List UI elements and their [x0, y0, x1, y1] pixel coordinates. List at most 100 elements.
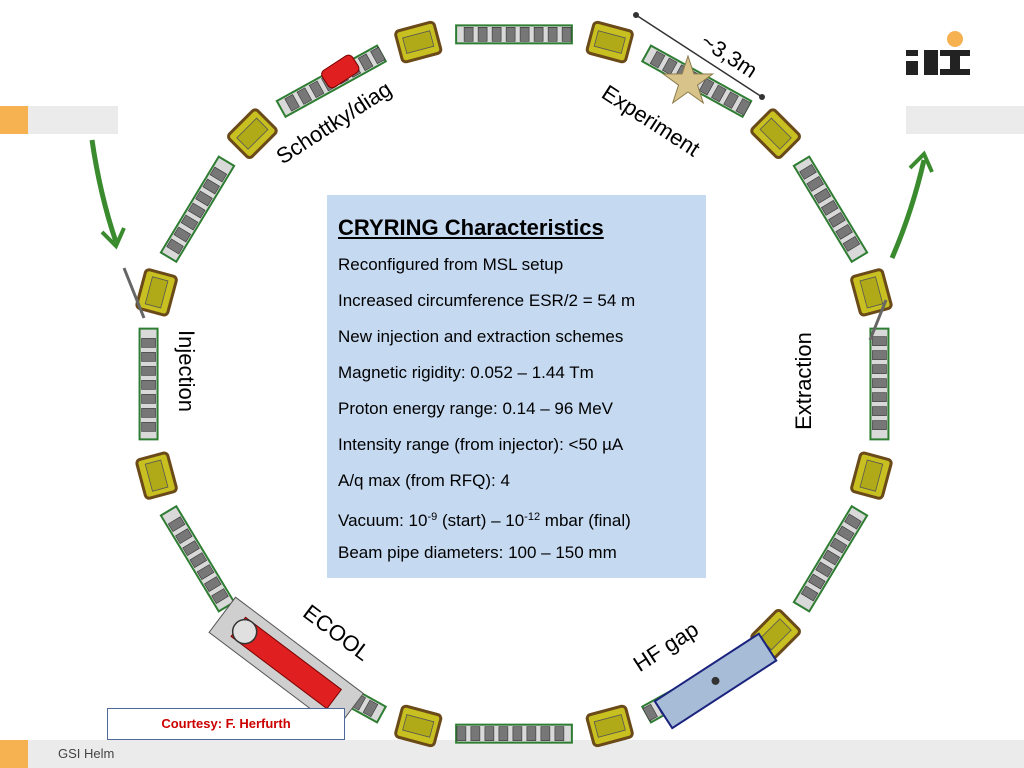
beamline-element	[370, 46, 386, 65]
beamline-element	[141, 338, 156, 348]
beamline-element	[357, 53, 374, 71]
distance-marker	[635, 14, 763, 98]
beamline-element	[308, 80, 325, 99]
beamline-element	[547, 27, 558, 42]
beamline-element	[808, 573, 826, 590]
injection-arrowhead	[100, 227, 126, 250]
schottky-section	[321, 54, 360, 89]
dipole-magnet	[394, 20, 443, 64]
dipole-coil	[144, 276, 169, 309]
dipole-magnet	[850, 451, 893, 500]
beamline-element	[842, 235, 861, 252]
dipole-magnet	[135, 451, 178, 500]
beamline-element	[813, 188, 832, 204]
characteristic-line: Proton energy range: 0.14 – 96 MeV	[338, 399, 614, 418]
hf-gap-port	[711, 676, 720, 685]
dipole-magnet	[850, 268, 893, 317]
dipole-magnet	[135, 268, 178, 317]
beamline-element	[141, 408, 156, 418]
left-top-accent	[0, 106, 28, 134]
straight-section	[455, 723, 573, 744]
vacuum-prefix: Vacuum: 10	[338, 511, 428, 530]
straight-section	[792, 155, 869, 264]
dipole-coil	[144, 459, 169, 492]
characteristic-line: Intensity range (from injector): <50 µA	[338, 435, 624, 454]
beamline-element	[799, 164, 817, 180]
beamline-element	[188, 202, 206, 219]
beamline-element	[141, 380, 156, 390]
beamline-element	[362, 699, 379, 718]
dipole-magnet	[750, 108, 801, 159]
beamline-element	[477, 27, 488, 42]
schottky-pickup	[321, 54, 360, 89]
injection-beamline	[122, 267, 146, 319]
characteristic-line: Beam pipe diameters: 100 – 150 mm	[338, 543, 617, 562]
beamline-element	[166, 238, 184, 255]
beamline-element	[456, 726, 467, 741]
characteristic-line: Magnetic rigidity: 0.052 – 1.44 Tm	[338, 363, 594, 382]
beamline-element	[211, 588, 229, 604]
beamline-element	[872, 406, 887, 416]
beamline-element	[484, 726, 495, 741]
dipole-coil	[402, 714, 435, 738]
beamline-element	[180, 214, 199, 231]
beamline-element	[835, 223, 853, 240]
beamline-element	[800, 585, 819, 602]
beamline-element	[872, 392, 887, 402]
beamline-element	[505, 27, 516, 42]
beamline-element	[844, 513, 862, 530]
characteristic-line: Reconfigured from MSL setup	[338, 255, 564, 274]
beamline-element	[711, 84, 727, 103]
beamline-element	[284, 94, 300, 112]
dipole-coil	[593, 714, 626, 738]
beamline-element	[554, 726, 565, 741]
beamline-element	[470, 726, 481, 741]
straight-section	[159, 504, 236, 613]
beamline-element	[822, 549, 840, 566]
dipole-coil	[593, 30, 626, 54]
extraction-beamline	[868, 299, 888, 341]
beamline-element	[167, 516, 186, 533]
straight-section	[159, 155, 236, 264]
beamline-element	[662, 57, 678, 76]
beamline-element	[723, 91, 739, 109]
beamline-element	[141, 366, 156, 376]
beamline-element	[698, 77, 715, 96]
dipole-magnet	[227, 108, 278, 159]
beamline-element	[872, 378, 887, 388]
vacuum-exp-final: -12	[524, 511, 541, 523]
beamline-element	[561, 27, 572, 42]
beamline-element	[491, 27, 502, 42]
beamline-element	[872, 364, 887, 374]
beamline-element	[463, 27, 474, 42]
beamline-element	[540, 726, 551, 741]
beamline-element	[642, 703, 658, 722]
dipole-magnet	[585, 704, 634, 748]
dipole-coil	[859, 276, 884, 309]
beamline-element	[649, 50, 666, 69]
bottom-left-accent	[0, 740, 28, 768]
courtesy-note: Courtesy: F. Herfurth	[107, 708, 345, 740]
ecool-gauge	[231, 618, 258, 645]
beamline-element	[189, 552, 208, 568]
beamline-element	[195, 190, 213, 207]
characteristic-line: Increased circumference ESR/2 = 54 m	[338, 291, 636, 310]
experiment-star-icon	[661, 54, 715, 105]
beamline-element	[196, 564, 215, 580]
beamline-element	[141, 394, 156, 404]
vacuum-mid: (start) – 10	[437, 511, 525, 530]
dipole-coil	[236, 117, 269, 150]
straight-section	[792, 504, 869, 613]
beamline-element	[872, 350, 887, 360]
footer-text: GSI Helm	[58, 746, 115, 761]
vacuum-suffix: mbar (final)	[540, 511, 631, 530]
beamline-element	[204, 576, 222, 592]
gsi-logo-icon	[906, 31, 970, 75]
characteristic-line: New injection and extraction schemes	[338, 327, 624, 346]
dipole-coil	[402, 30, 435, 54]
beamline-element	[837, 525, 855, 542]
beamline-element	[828, 211, 846, 228]
dipole-coil	[759, 117, 792, 150]
beamline-element	[820, 200, 839, 216]
